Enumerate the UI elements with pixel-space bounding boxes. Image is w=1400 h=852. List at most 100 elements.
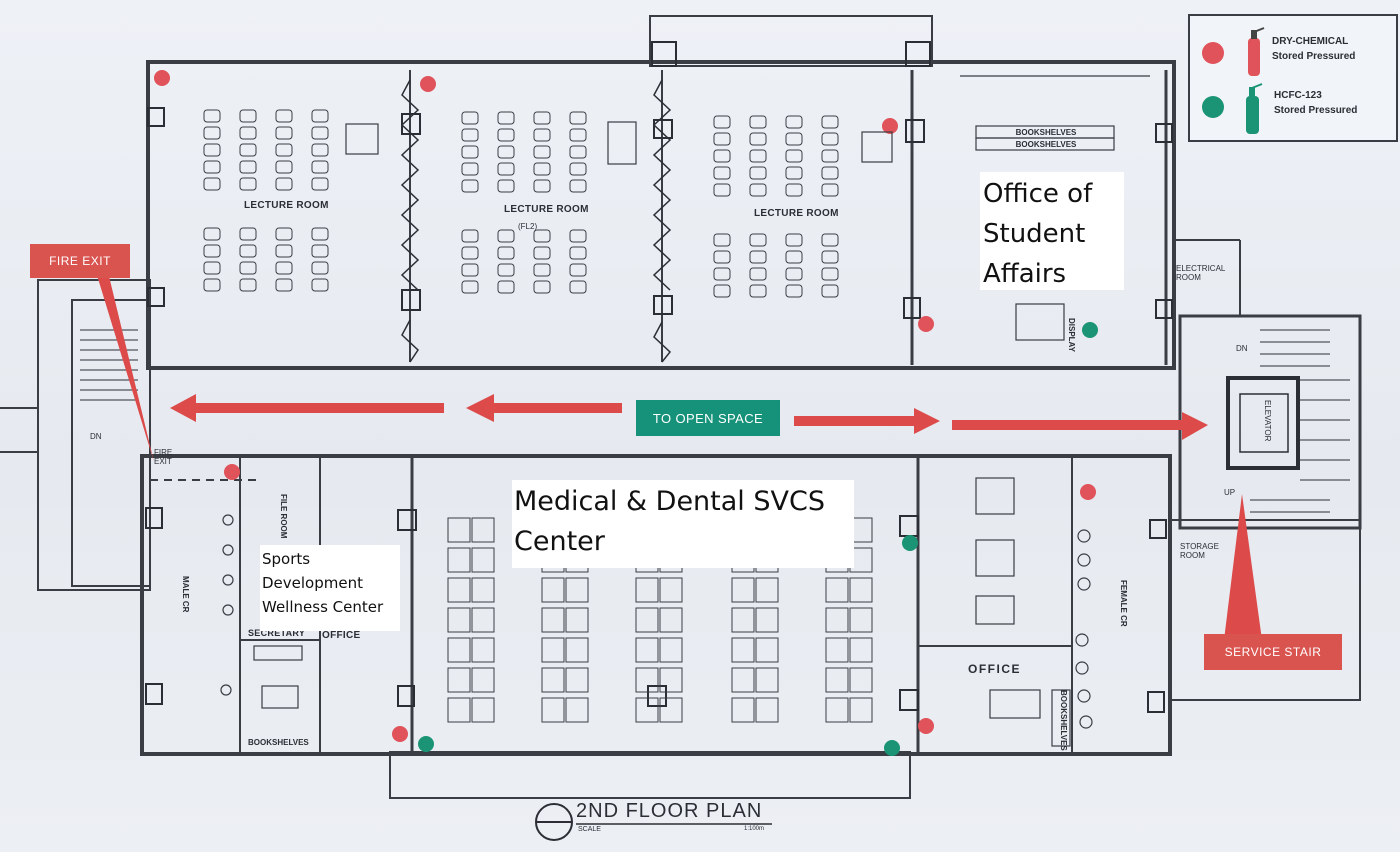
female-cr-label: FEMALE CR [1119,580,1128,627]
bookshelves-label-1: BOOKSHELVES [1015,128,1077,137]
lecture-chair [275,177,293,191]
lecture-chair [569,128,587,142]
electrical-room-label: ELECTRICAL ROOM [1176,264,1226,282]
lecture-chair [749,166,767,180]
lecture-chair [461,280,479,294]
lecture-chair [821,284,839,298]
lecture-chair [311,278,329,292]
clinic-cubicle [849,637,873,663]
lecture-chair [239,244,257,258]
lecture-chair [785,166,803,180]
clinic-cubicle [635,577,659,603]
clinic-cubicle [755,667,779,693]
extinguisher-markers [154,70,1098,756]
secretary-label: SECRETARY [248,628,306,638]
lecture-chair [239,109,257,123]
plan-title: 2ND FLOOR PLAN [576,800,763,822]
lecture-chair [749,250,767,264]
lecture-chair [785,132,803,146]
lecture-chairs [203,109,839,298]
evacuation-route [96,272,1262,640]
clinic-cubicle [565,697,589,723]
lecture-chair [749,183,767,197]
lecture-chair [275,143,293,157]
clinic-cubicle [755,577,779,603]
clinic-cubicle [471,637,495,663]
lecture-room-3-label: LECTURE ROOM [754,208,839,219]
clinic-cubicle [659,637,683,663]
lecture-chair [275,261,293,275]
lecture-chair [203,244,221,258]
lecture-chair [533,162,551,176]
lecture-chair [203,109,221,123]
lecture-chair [785,284,803,298]
clinic-cubicle [755,607,779,633]
clinic-cubicle [755,637,779,663]
clinic-cubicle [825,637,849,663]
lecture-chair [821,267,839,281]
clinic-cubicle [635,607,659,633]
lecture-chair [239,227,257,241]
lecture-chair [239,278,257,292]
lecture-room-2-label: LECTURE ROOM [504,204,589,215]
clinic-cubicle [849,607,873,633]
lecture-chair [461,179,479,193]
scale-label: SCALE [578,826,601,833]
elevator-car [1239,393,1289,453]
clinic-cubicle [447,667,471,693]
clinic-cubicle [565,577,589,603]
lecture-chair [461,229,479,243]
lecture-chair [497,111,515,125]
lecture-chair [311,177,329,191]
lecture-chair [785,267,803,281]
clinic-cubicle [659,577,683,603]
lecture-chair [533,145,551,159]
lecture-chair [461,128,479,142]
lecture-chair [239,177,257,191]
fire-extinguisher-red-icon [1242,26,1266,83]
clinic-cubicle [447,517,471,543]
lecture-chair [749,149,767,163]
clinic-cubicle [731,637,755,663]
lecture-chair [713,250,731,264]
sports-development-label: Sports Development Wellness Center [260,545,400,631]
clinic-cubicle [447,607,471,633]
lecture-chair [203,278,221,292]
interior-walls [148,70,1241,752]
lecture-chair [713,132,731,146]
clinic-cubicle [447,547,471,573]
clinic-cubicle [471,667,495,693]
clinic-cubicle [565,607,589,633]
bookshelves-label-office: BOOKSHELVES [1059,690,1068,751]
clinic-cubicle [471,517,495,543]
clinic-cubicle [731,577,755,603]
lecture-chair [239,261,257,275]
lecture-chair [497,280,515,294]
lecture-chair [497,145,515,159]
lecture-chair [569,145,587,159]
lecture-chair [275,160,293,174]
lecture-chair [533,128,551,142]
lecture-chair [461,162,479,176]
fl2-label: (FL2) [518,222,538,231]
lecture-chair [203,261,221,275]
lecture-chair [785,250,803,264]
lecture-chair [311,143,329,157]
lecture-chair [533,111,551,125]
lecture-chair [497,246,515,260]
clinic-cubicle [659,607,683,633]
lecture-chair [203,227,221,241]
fire-extinguisher-green-icon [1240,82,1264,141]
clinic-cubicle [541,607,565,633]
clinic-cubicle [541,577,565,603]
lecture-chair [275,244,293,258]
clinic-cubicle [731,667,755,693]
file-room-label: FILE ROOM [279,494,288,539]
lecture-chair [497,128,515,142]
lecture-chair [785,183,803,197]
lecture-chair [785,149,803,163]
lecture-chair [569,179,587,193]
lecture-chair [713,284,731,298]
lecture-chair [461,246,479,260]
clinic-cubicle [825,667,849,693]
